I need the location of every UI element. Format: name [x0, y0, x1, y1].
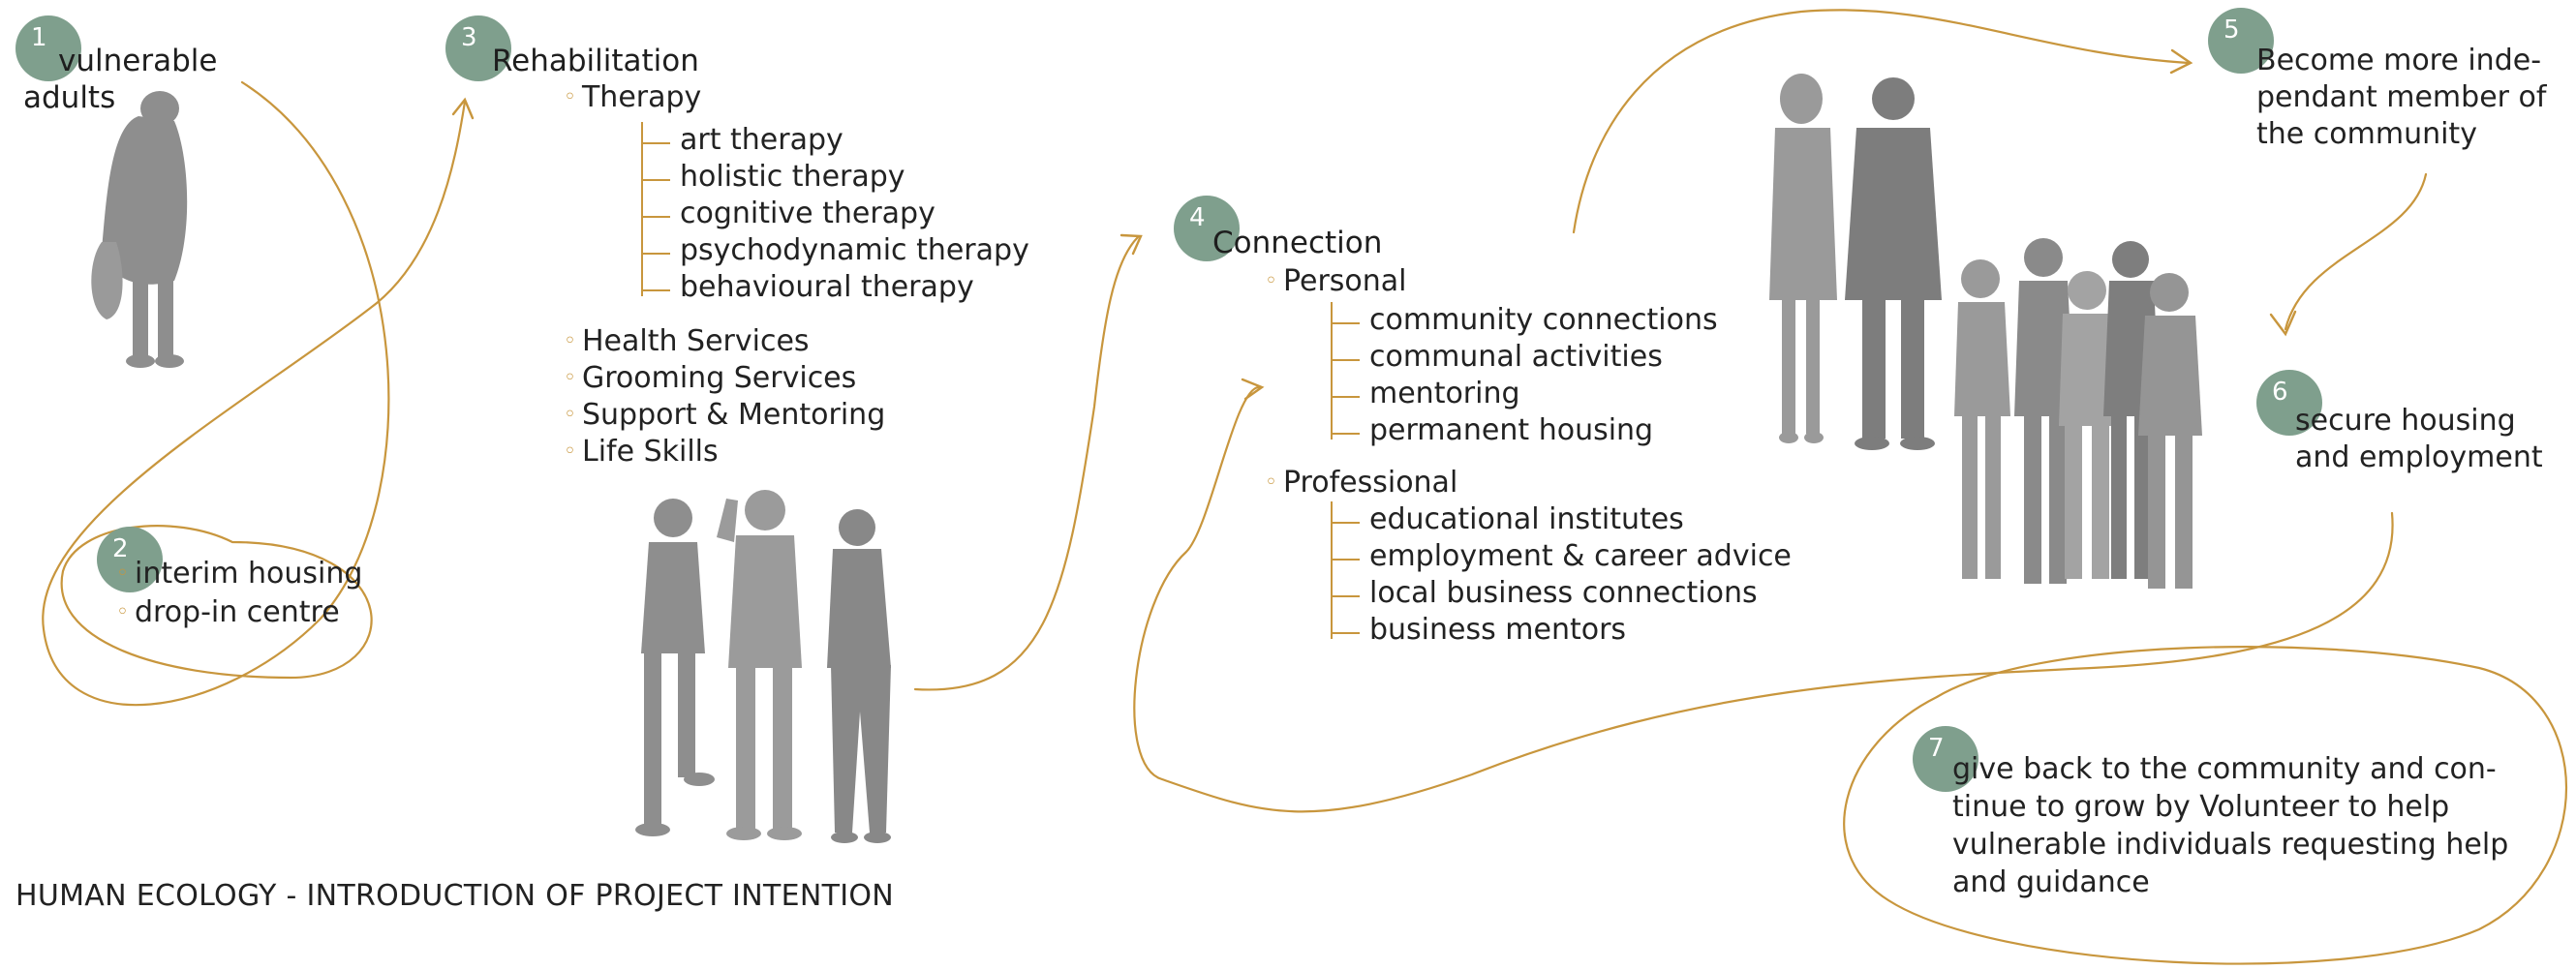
step-6-line-2: and employment	[2295, 440, 2543, 474]
therapy-item: art therapy	[641, 122, 843, 159]
professional-list: educational institutes employment & care…	[1331, 501, 1834, 656]
step-1-title-line2: adults	[23, 80, 116, 115]
personal-item: mentoring	[1331, 376, 1520, 412]
step-3-title: Rehabilitation	[492, 44, 699, 78]
therapy-item: psychodynamic therapy	[641, 232, 1029, 269]
step-3-therapy-label: Therapy	[564, 79, 701, 119]
step-7-line-1: give back to the community and con-	[1952, 752, 2497, 786]
personal-item: permanent housing	[1331, 412, 1653, 449]
diagram-caption: HUMAN ECOLOGY - INTRODUCTION OF PROJECT …	[15, 879, 894, 913]
arrowhead-to-5	[2169, 48, 2193, 75]
step-5-badge: 5	[2208, 8, 2274, 74]
service-item: Health Services	[564, 323, 810, 363]
professional-item: employment & career advice	[1331, 538, 1792, 575]
step-7-line-2: tinue to grow by Volunteer to help	[1952, 790, 2450, 824]
step-1-badge: 1	[15, 15, 81, 81]
flow-curve-3-to-4	[913, 235, 1140, 691]
step-4-badge: 4	[1174, 196, 1240, 261]
step-3-badge: 3	[445, 15, 511, 81]
therapy-item: cognitive therapy	[641, 196, 935, 232]
flow-curve-6-to-7	[1133, 385, 2394, 813]
personal-list: community connections communal activitie…	[1331, 302, 1795, 457]
step-4-personal-label: Personal	[1265, 263, 1407, 303]
arrowhead-to-3	[451, 97, 475, 120]
step-4-title: Connection	[1212, 226, 1383, 260]
personal-item: community connections	[1331, 302, 1718, 339]
couple-image	[1769, 74, 1942, 450]
step-4-professional-label: Professional	[1265, 465, 1457, 504]
vulnerable-adult-image	[91, 91, 188, 368]
professional-item: business mentors	[1331, 612, 1626, 649]
step-5-line-1: Become more inde-	[2256, 44, 2542, 77]
step-7-line-3: vulnerable individuals requesting help	[1952, 828, 2509, 862]
step-6-badge: 6	[2256, 370, 2322, 436]
step-7-line-4: and guidance	[1952, 865, 2150, 899]
step-5-line-3: the community	[2256, 117, 2477, 151]
step-1-title: vulnerable	[58, 44, 218, 78]
service-item: Support & Mentoring	[564, 397, 885, 437]
community-group-image	[1954, 238, 2202, 589]
personal-item: communal activities	[1331, 339, 1663, 376]
service-item: Life Skills	[564, 434, 719, 473]
step-6-line-1: secure housing	[2295, 404, 2516, 438]
young-people-group-image	[635, 490, 891, 843]
flow-curve-4-to-5	[1572, 9, 2191, 234]
flow-loop-7	[1843, 646, 2567, 965]
arrowhead-to-4	[1119, 233, 1143, 256]
step-2-item-1: interim housing	[116, 556, 362, 595]
arrowhead-to-connection	[1241, 378, 1265, 401]
step-2-item-2: drop-in centre	[116, 594, 340, 634]
therapy-item: behavioural therapy	[641, 269, 974, 306]
service-item: Grooming Services	[564, 360, 856, 400]
professional-item: educational institutes	[1331, 501, 1684, 538]
therapy-list: art therapy holistic therapy cognitive t…	[641, 122, 1077, 316]
therapy-item: holistic therapy	[641, 159, 905, 196]
step-5-line-2: pendant member of	[2256, 80, 2547, 114]
professional-item: local business connections	[1331, 575, 1758, 612]
flow-curve-1-to-3	[42, 80, 467, 707]
step-7-badge: 7	[1913, 726, 1978, 792]
flow-curve-5-to-6	[2284, 172, 2428, 331]
arrowhead-to-6	[2269, 310, 2297, 337]
